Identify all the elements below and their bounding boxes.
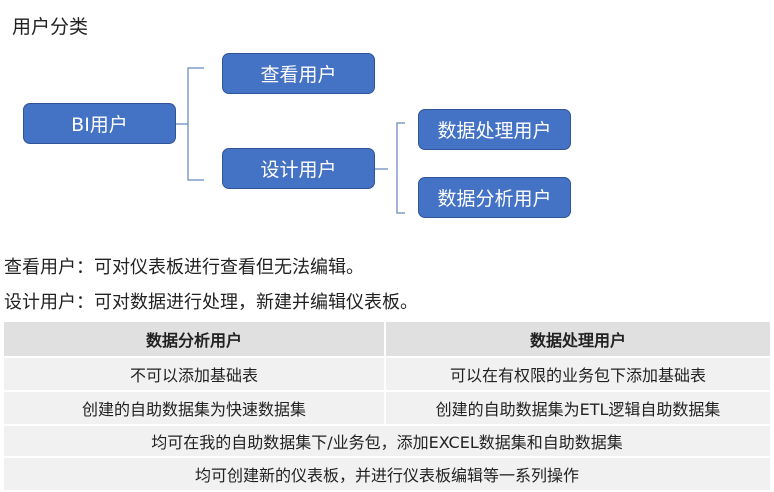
table-cell: 创建的自助数据集为快速数据集 <box>4 392 384 424</box>
connector-design-bracket <box>396 122 405 214</box>
table-cell: 可以在有权限的业务包下添加基础表 <box>386 358 770 390</box>
data-analysis-user-node: 数据分析用户 <box>418 177 571 218</box>
view-user-description: 查看用户：可对仪表板进行查看但无法编辑。 <box>4 257 364 278</box>
tree-connectors <box>176 67 405 214</box>
table-cell: 创建的自助数据集为ETL逻辑自助数据集 <box>386 392 770 424</box>
connector-root-bracket <box>187 67 204 181</box>
data-processing-user-node: 数据处理用户 <box>418 109 571 150</box>
diagram-title: 用户分类 <box>12 16 89 38</box>
design-user-node: 设计用户 <box>222 148 375 189</box>
table-header-processing: 数据处理用户 <box>386 322 770 356</box>
bi-user-node: BI用户 <box>23 103 176 144</box>
table-header-analysis: 数据分析用户 <box>4 322 384 356</box>
table-shared-row: 均可创建新的仪表板，并进行仪表板编辑等一系列操作 <box>4 458 770 490</box>
table-shared-row: 均可在我的自助数据集下/业务包，添加EXCEL数据集和自助数据集 <box>4 426 770 456</box>
table-cell: 不可以添加基础表 <box>4 358 384 390</box>
view-user-node: 查看用户 <box>222 53 375 94</box>
design-user-description: 设计用户：可对数据进行处理，新建并编辑仪表板。 <box>4 292 418 313</box>
comparison-table: 数据分析用户 数据处理用户 不可以添加基础表 可以在有权限的业务包下添加基础表 … <box>4 322 770 490</box>
